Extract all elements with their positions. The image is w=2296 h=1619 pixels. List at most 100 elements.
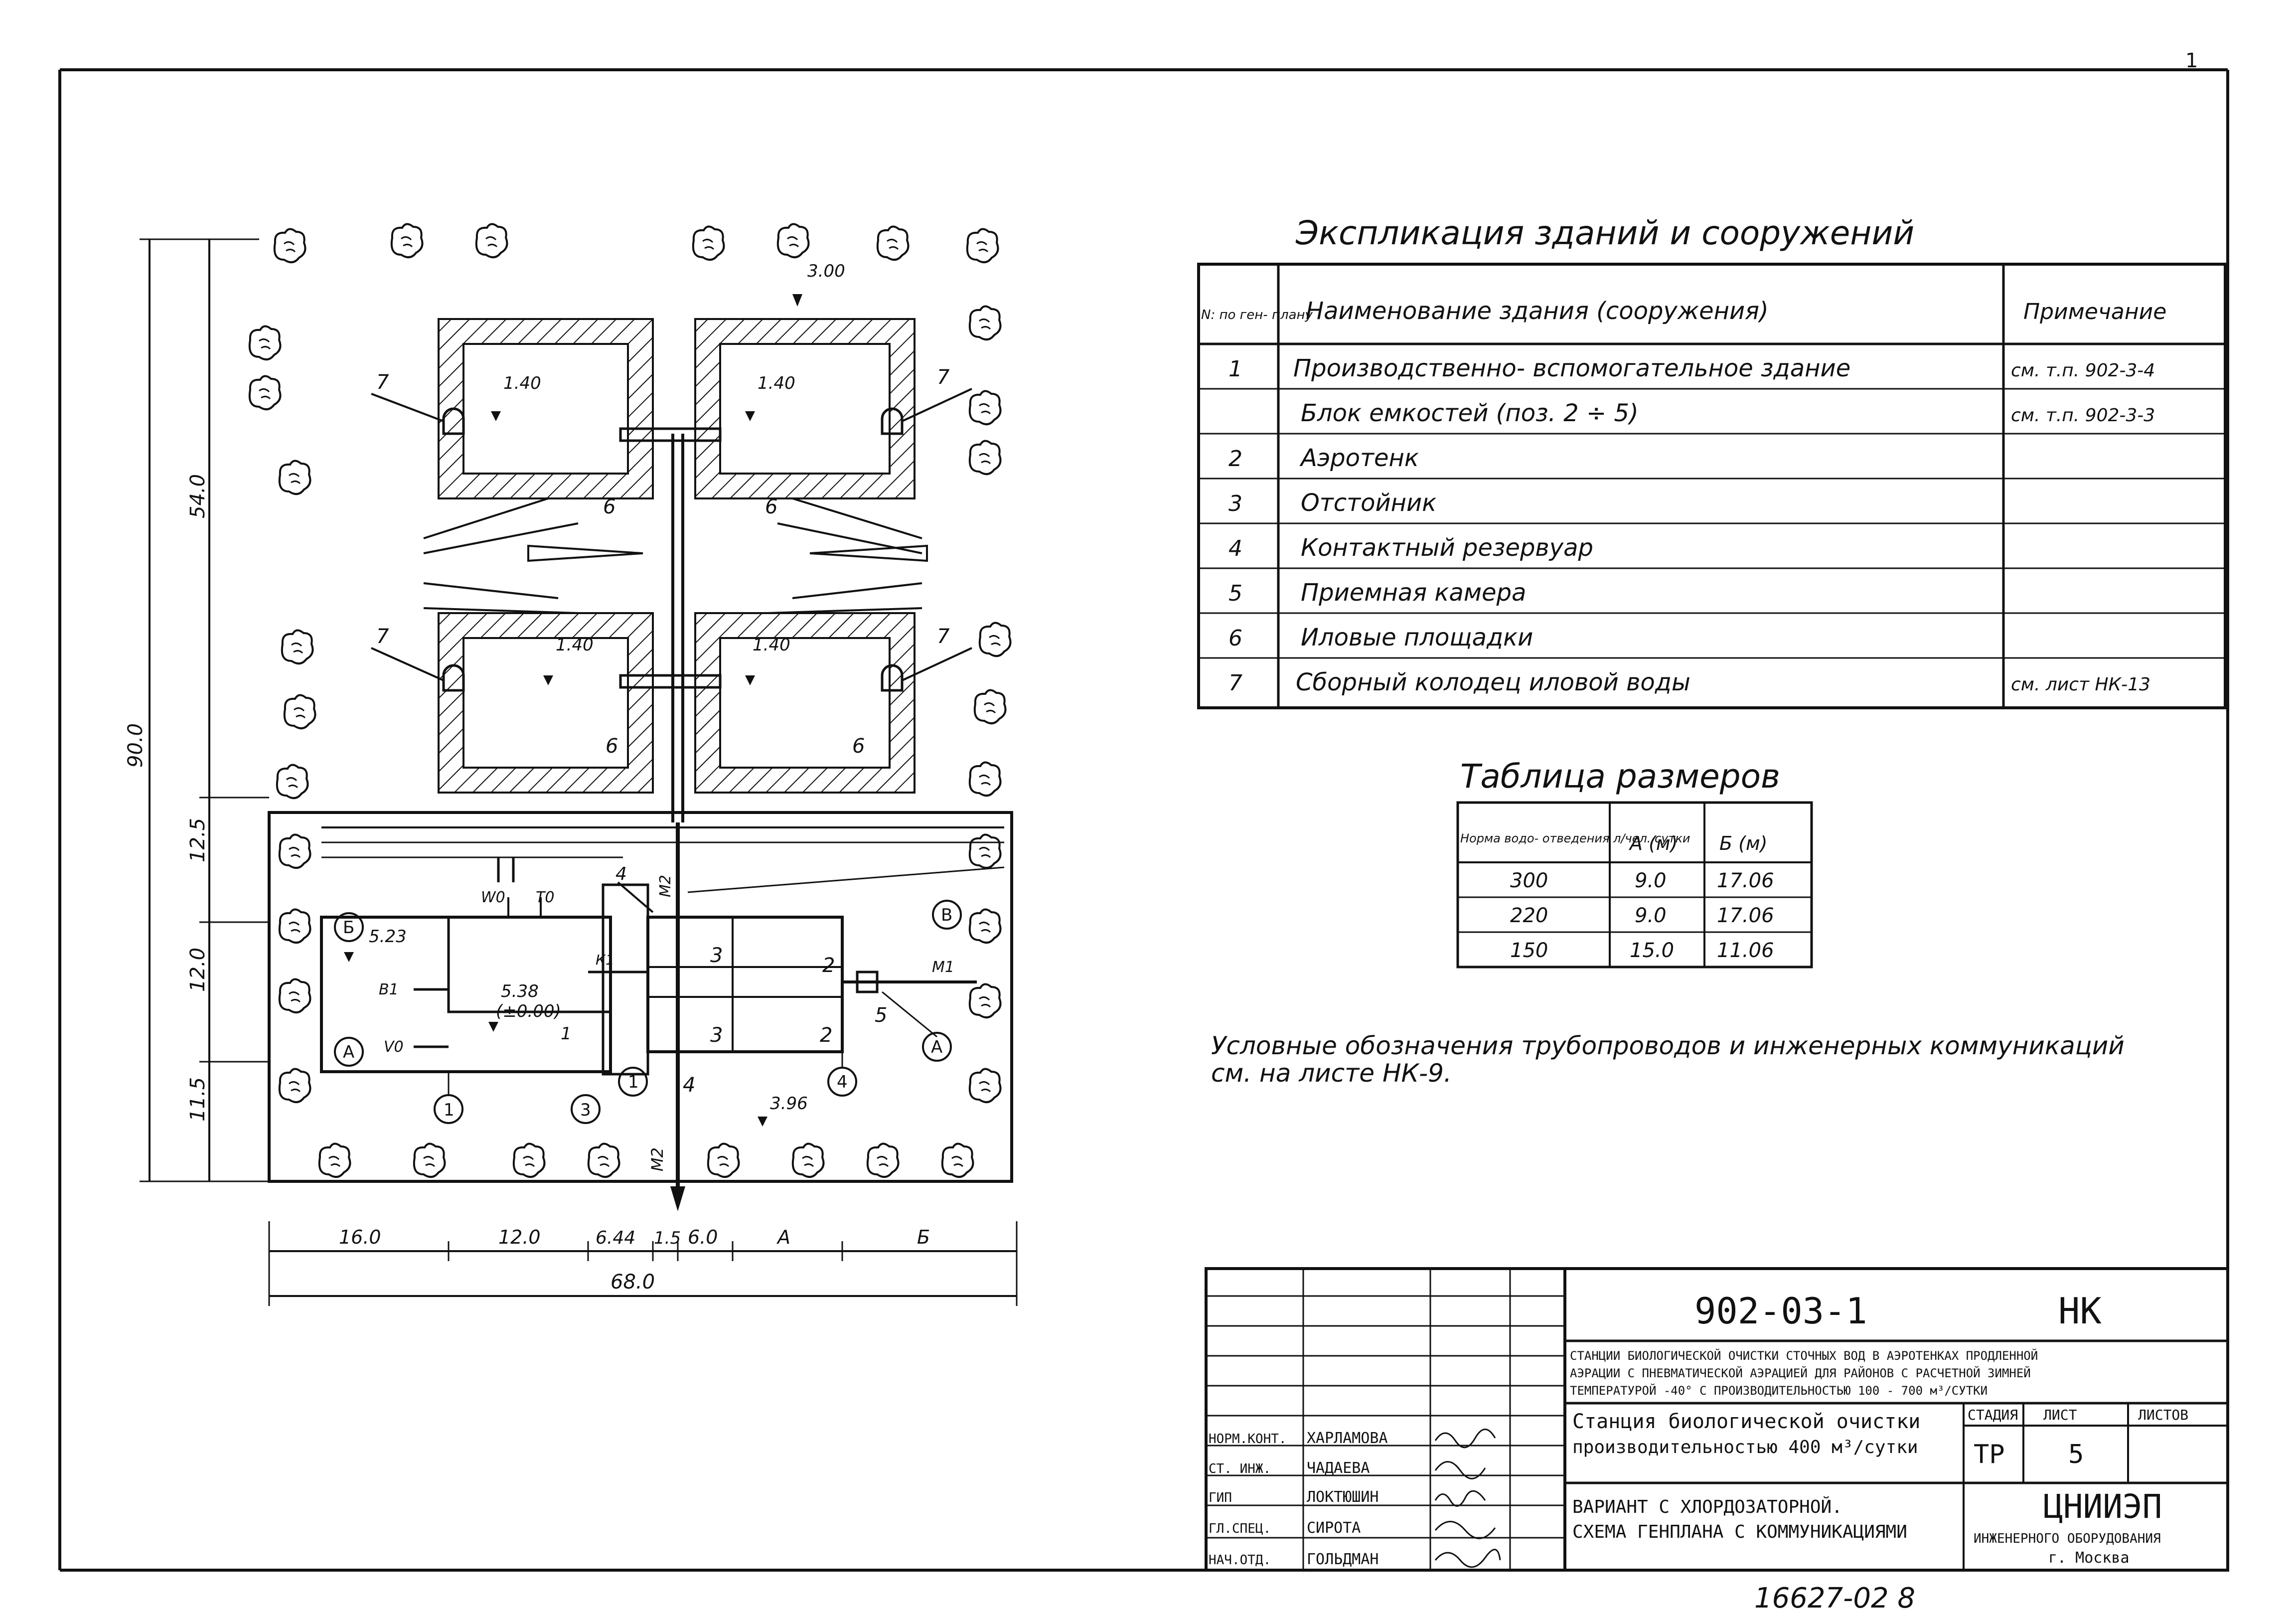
label-k1: К1 (596, 952, 614, 968)
sheet-frame (58, 68, 2229, 1572)
explication-row: 5 Приемная камера (1228, 579, 1526, 607)
explication-row: 4 Контактный резервуар (1228, 534, 1593, 562)
station-line-1: Станция биологической очистки (1572, 1410, 1920, 1433)
sizes-header-norm: Норма водо- отведения л/чел. сутки (1460, 831, 1690, 845)
dim-6-44: 6.44 (596, 1228, 635, 1248)
label-7d: 7 (937, 625, 950, 648)
svg-text:2: 2 (1228, 446, 1242, 472)
label-4a: 4 (615, 864, 627, 884)
signer-row: НОРМ.КОНТ. ХАРЛАМОВА (1209, 1429, 1496, 1449)
label-6b: 6 (765, 495, 777, 518)
axis-3-label: 3 (580, 1100, 591, 1120)
dim-68: 68.0 (611, 1271, 655, 1294)
signer-row: СТ. ИНЖ. ЧАДАЕВА (1209, 1459, 1486, 1479)
page-number-top: 1 (2185, 49, 2198, 72)
svg-text:300: 300 (1510, 869, 1548, 892)
sizes-header-a: А (м) (1628, 832, 1678, 854)
dim-12-5: 12.5 (186, 818, 209, 862)
lower-site (268, 811, 1013, 1183)
explication-row: Блок емкостей (поз. 2 ÷ 5) см. т.п. 902-… (1301, 399, 2155, 427)
axis-a2-label: А (931, 1037, 942, 1057)
svg-text:Аэротенк: Аэротенк (1299, 444, 1419, 472)
dim-1-5: 1.5 (654, 1228, 681, 1248)
explication-table (1197, 263, 2227, 709)
label-b1: В1 (379, 981, 399, 998)
svg-text:ЧАДАЕВА: ЧАДАЕВА (1307, 1459, 1370, 1477)
signer-row: ГИП ЛОКТЮШИН (1209, 1488, 1486, 1507)
inventory-number: 16627-02 8 (1754, 1582, 1915, 1615)
doc-mark: НК (2058, 1290, 2102, 1332)
axis-1-label: 1 (444, 1100, 455, 1120)
explication-row: 1 Производственно- вспомогательное здани… (1228, 354, 2155, 382)
svg-text:Сборный колодец иловой воды: Сборный колодец иловой воды (1296, 668, 1690, 696)
dim-6: 6.0 (688, 1226, 718, 1248)
axis-4-label: 4 (837, 1072, 848, 1092)
svg-text:Блок емкостей (поз. 2 ÷ 5): Блок емкостей (поз. 2 ÷ 5) (1301, 399, 1639, 427)
label-3b: 3 (710, 1024, 723, 1047)
dim-12h: 12.0 (498, 1226, 541, 1248)
svg-text:см. лист НК-13: см. лист НК-13 (2011, 674, 2150, 695)
axis-1b-label: 1 (628, 1072, 639, 1092)
svg-text:Приемная камера: Приемная камера (1301, 579, 1526, 607)
dim-90: 90.0 (124, 723, 147, 768)
axis-markers (334, 900, 962, 1124)
sizes-table (1456, 801, 1813, 969)
axis-v-label: В (941, 905, 952, 925)
svg-text:ГИП: ГИП (1209, 1490, 1232, 1505)
label-4b: 4 (683, 1074, 695, 1097)
svg-text:17.06: 17.06 (1717, 869, 1774, 892)
label-1: 1 (561, 1024, 572, 1044)
label-5: 5 (875, 1004, 887, 1027)
elev-1-40-d: 1.40 (753, 635, 790, 655)
svg-text:ГЛ.СПЕЦ.: ГЛ.СПЕЦ. (1209, 1521, 1271, 1536)
svg-text:ХАРЛАМОВА: ХАРЛАМОВА (1307, 1430, 1388, 1447)
svg-text:1: 1 (1228, 356, 1242, 382)
desc-line-2: АЭРАЦИИ С ПНЕВМАТИЧЕСКОЙ АЭРАЦИЕЙ ДЛЯ РА… (1570, 1366, 2031, 1380)
dim-a: А (776, 1226, 790, 1248)
desc-line-3: ТЕМПЕРАТУРОЙ -40° С ПРОИЗВОДИТЕЛЬНОСТЬЮ … (1570, 1383, 1988, 1398)
svg-text:6: 6 (1228, 626, 1242, 651)
explication-header-n: N: по ген- плану (1201, 308, 1313, 323)
label-v0: V0 (384, 1038, 404, 1056)
svg-text:ГОЛЬДМАН: ГОЛЬДМАН (1307, 1551, 1379, 1568)
dim-12: 12.0 (186, 948, 209, 992)
label-t0: T0 (536, 889, 554, 906)
svg-text:220: 220 (1510, 904, 1548, 927)
signer-row: ГЛ.СПЕЦ. СИРОТА (1209, 1519, 1496, 1539)
elevation-marks (344, 294, 802, 1127)
svg-text:Отстойник: Отстойник (1301, 489, 1436, 517)
svg-text:11.06: 11.06 (1717, 939, 1774, 962)
dimension-lines (140, 238, 1018, 1306)
axis-a-label: А (343, 1042, 354, 1062)
svg-text:Производственно- вспомогательн: Производственно- вспомогательное здание (1293, 354, 1850, 382)
svg-text:15.0: 15.0 (1630, 939, 1674, 962)
sizes-title: Таблица размеров (1460, 757, 1780, 796)
elev-1-40-b: 1.40 (758, 373, 795, 393)
svg-text:см. т.п. 902-3-3: см. т.п. 902-3-3 (2011, 405, 2155, 426)
collection-wells (371, 388, 972, 692)
label-w0: W0 (481, 889, 505, 906)
svg-text:3: 3 (1228, 491, 1242, 516)
sheets-header: ЛИСТОВ (2138, 1407, 2188, 1423)
org-city: г. Москва (2048, 1549, 2130, 1567)
label-7b: 7 (937, 366, 950, 389)
svg-text:9.0: 9.0 (1635, 904, 1667, 927)
svg-text:9.0: 9.0 (1635, 869, 1667, 892)
explication-row: 3 Отстойник (1228, 489, 1436, 517)
svg-text:Иловые площадки: Иловые площадки (1301, 624, 1533, 651)
label-m2a: М2 (657, 875, 674, 897)
svg-text:СИРОТА: СИРОТА (1307, 1519, 1361, 1537)
station-line-2: производительностью 400 м³/сутки (1572, 1437, 1918, 1457)
elev-3-00: 3.00 (807, 261, 845, 281)
label-3a: 3 (710, 944, 723, 967)
explication-header-note: Примечание (2023, 299, 2166, 324)
svg-text:7: 7 (1228, 670, 1242, 696)
org-subtitle: ИНЖЕНЕРНОГО ОБОРУДОВАНИЯ (1974, 1531, 2161, 1546)
dim-54: 54.0 (186, 474, 209, 518)
svg-text:ЛОКТЮШИН: ЛОКТЮШИН (1307, 1488, 1379, 1506)
org-name: ЦНИИЭП (2043, 1487, 2162, 1526)
sheet-value: 5 (2068, 1440, 2084, 1469)
sizes-header-b: Б (м) (1719, 832, 1767, 854)
title-block (1205, 1267, 2229, 1572)
